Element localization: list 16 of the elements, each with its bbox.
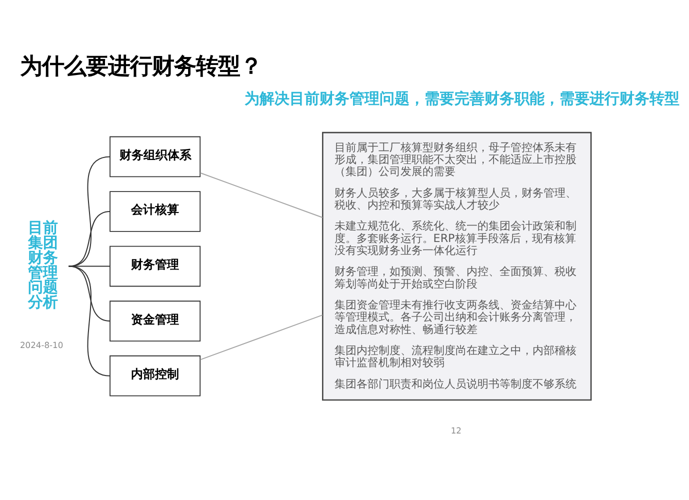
node-box: 内部控制 [110, 354, 201, 396]
node-box: 会计核算 [110, 190, 201, 232]
diagram-title: 为什么要进行财务转型？ [20, 52, 262, 79]
connector [200, 172, 323, 218]
connector [68, 265, 110, 376]
node-box: 目前属于工厂核算型财务组织，母子管控体系未有形成，集团管理职能不太突出，不能适应上市控股（集团）公司发展的需要 财务人员较多，大多属于核算型人员，财务管理、税收、内控和预算等实战人才较少 未建立规范化、系统化、统一的集团会计政策和制度。多套账务运行。ERP核算手段落后，现有核算没有实现财务业务一体化运行 财务管理，如预测、预警、内控、全面预算、税收筹划等尚处于开始或空白阶段 集团资金管理未有推行收支两条线、资金结算中心等管理模式。各子公司出纳和会计账务分离管理，造成信息对称性、畅通行较差 集团内控制度、流程制度尚在建立之中，内部稽核审计监督机制相对较弱 集团各部门职责和岗位人员说明书等制度不够系统 [322, 131, 592, 400]
connector [68, 210, 110, 266]
connector [200, 314, 323, 360]
node-box: 财务组织体系 [110, 136, 201, 177]
node-box: 资金管理 [110, 300, 201, 341]
connector [68, 156, 110, 266]
label: 为解决目前财务管理问题，需要完善财务职能，需要进行财务转型 [244, 89, 680, 108]
label: 12 [450, 425, 462, 436]
node-box: 财务管理 [110, 245, 201, 286]
label: 2024-8-10 [20, 340, 64, 350]
node-text: 目前集团财务管理问题分析 [28, 218, 58, 310]
